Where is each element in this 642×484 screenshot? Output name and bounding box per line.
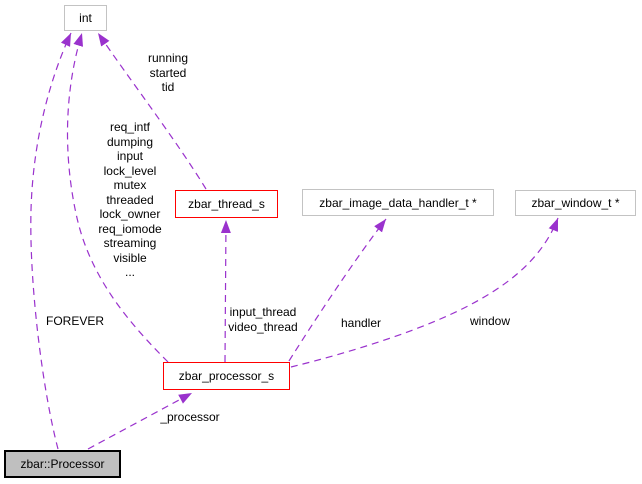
- edge-forever: [30, 32, 72, 450]
- edge-label-forever: FOREVER: [45, 314, 105, 328]
- node-zbar-image-data-handler[interactable]: zbar_image_data_handler_t *: [302, 189, 494, 216]
- edge-label-handler: handler: [340, 316, 382, 330]
- edge-window: [290, 217, 559, 368]
- edge-handler: [288, 218, 387, 362]
- node-int[interactable]: int: [64, 5, 107, 31]
- edge-label-struct-fields: req_intf dumping input lock_level mutex …: [98, 120, 162, 279]
- edge-running-started-tid: [97, 32, 207, 190]
- node-zbar-processor-s[interactable]: zbar_processor_s: [163, 362, 290, 390]
- edge-input-video-thread: [220, 219, 231, 363]
- edge-label-window: window: [469, 314, 511, 328]
- edge-label-processor-member: _processor: [160, 410, 220, 424]
- edge-label-running-started-tid: running started tid: [147, 51, 189, 94]
- node-zbar-thread-s[interactable]: zbar_thread_s: [175, 190, 278, 218]
- edge-struct-fields: [66, 32, 169, 363]
- node-zbar-window[interactable]: zbar_window_t *: [515, 190, 636, 216]
- edge-label-input-video-thread: input_thread video_thread: [228, 305, 298, 334]
- edge-processor-member: [87, 392, 193, 450]
- node-zbar-processor-class[interactable]: zbar::Processor: [4, 450, 121, 478]
